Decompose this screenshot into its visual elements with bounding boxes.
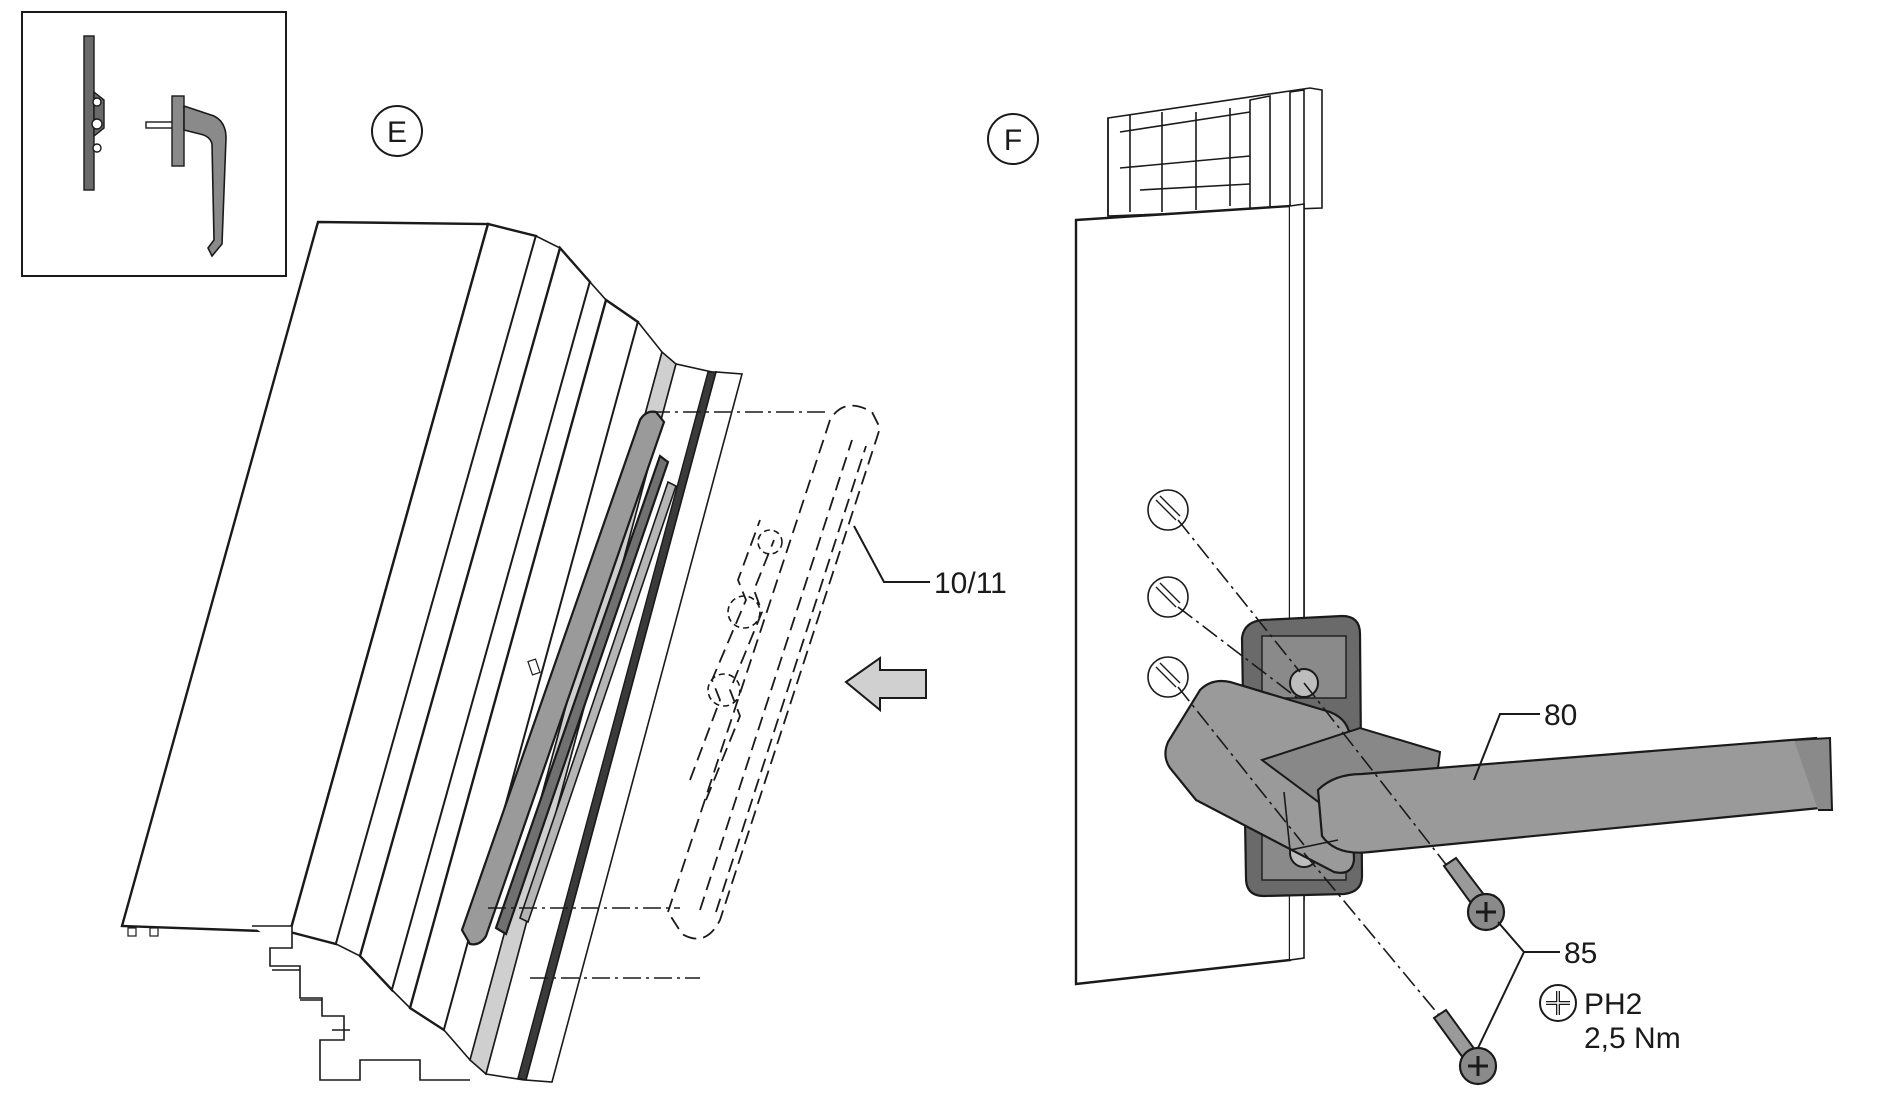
gasket-part-installed (460, 410, 677, 946)
screw-lower (1432, 1008, 1498, 1086)
phillips-head-icon (1539, 984, 1577, 1022)
screw-bit-spec: PH2 (1584, 988, 1642, 1021)
view-label-circle-e (371, 105, 423, 157)
window-handle (1164, 679, 1834, 874)
view-label-e: E (387, 116, 407, 149)
overview-inset (21, 11, 287, 277)
leader-line-screws (1477, 921, 1560, 1049)
leader-line-handle (1473, 713, 1540, 781)
leader-line-gasket (853, 525, 930, 583)
sash-profile (120, 220, 744, 1083)
gasket-part-dashed (667, 404, 881, 940)
callout-screws: 85 (1564, 937, 1597, 970)
handle-overview-icon (83, 35, 227, 258)
callout-gasket: 10/11 (934, 567, 1007, 600)
callout-handle: 80 (1544, 699, 1577, 732)
arrow-left-icon (844, 656, 927, 713)
view-e: E (120, 105, 1007, 1083)
alignment-lines-e (488, 411, 830, 979)
view-label-f: F (1004, 124, 1022, 157)
view-label-circle-f (987, 113, 1039, 165)
screw-upper (1442, 856, 1506, 932)
screw-holes (1147, 489, 1189, 698)
screw-torque-spec: 2,5 Nm (1584, 1022, 1681, 1055)
view-f: F (987, 87, 1834, 1086)
